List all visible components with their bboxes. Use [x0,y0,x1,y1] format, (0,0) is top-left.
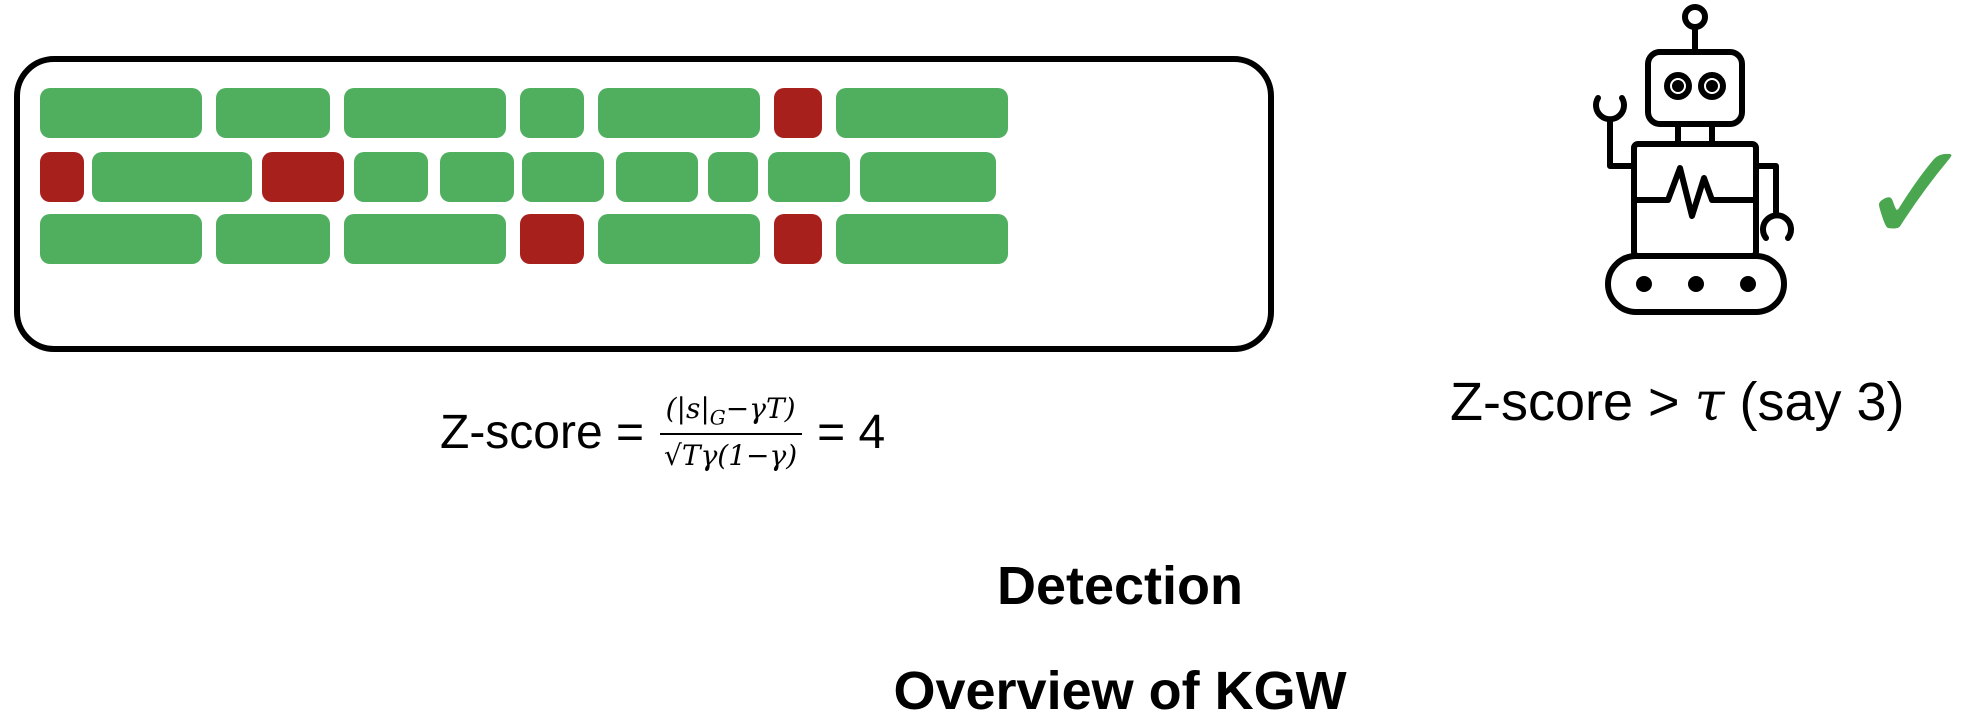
green-token [216,88,330,138]
green-token [354,152,428,202]
formula-numerator: (|s|G−γT) [659,392,802,436]
green-token [520,88,584,138]
green-token [522,152,604,202]
green-token [708,152,758,202]
red-token [774,88,822,138]
overview-heading: Overview of KGW [893,661,1347,721]
green-token [860,152,996,202]
formula-lhs: Z-score = [440,405,645,459]
green-token [92,152,252,202]
formula-fraction: (|s|G−γT) √Tγ(1−γ) [658,392,803,473]
green-token [616,152,698,202]
green-token [40,88,202,138]
red-token [40,152,84,202]
green-token [40,214,202,264]
formula-denominator: √Tγ(1−γ) [664,439,798,473]
green-token [216,214,330,264]
green-token [344,88,506,138]
green-token [440,152,514,202]
checkmark-icon: ✓ [1858,113,1962,276]
robot-icon [1593,4,1794,315]
detection-heading: Detection [996,556,1244,616]
green-token [598,88,760,138]
green-token [598,214,760,264]
z-score-formula: Z-score = (|s|G−γT) √Tγ(1−γ) = 4 [440,382,885,482]
green-token [836,214,1008,264]
green-token [768,152,850,202]
red-token [520,214,584,264]
red-token [262,152,344,202]
green-token [344,214,506,264]
threshold-text: Z-score > τ (say 3) [1450,370,1905,433]
red-token [774,214,822,264]
formula-rhs: = 4 [817,405,886,459]
token-sequence-box [14,56,1274,352]
green-token [836,88,1008,138]
